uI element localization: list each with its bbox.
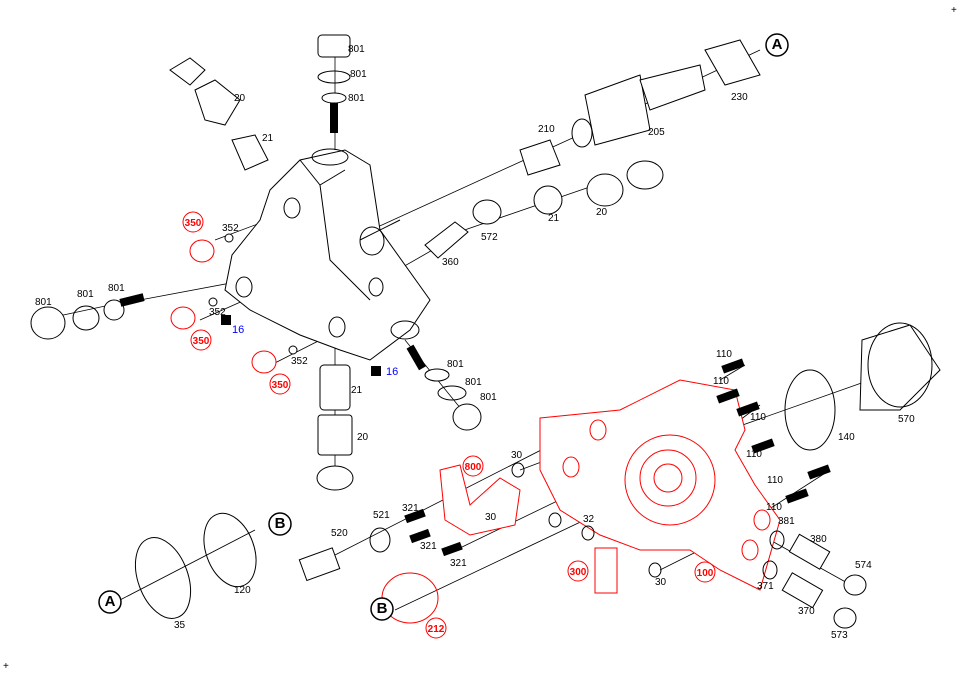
reference-marker-a: A (105, 593, 116, 610)
part-number-label: 110 (713, 376, 729, 387)
part-number-label: 800 (465, 462, 482, 473)
part-number-label: 321 (420, 541, 437, 552)
part-number-label: 230 (731, 92, 748, 103)
part-number-label: 352 (222, 223, 239, 234)
part-number-label: 30 (655, 577, 667, 588)
corner-mark: + (3, 661, 9, 672)
part-number-label: 21 (548, 213, 560, 224)
part-number-label: 20 (234, 93, 246, 104)
part-number-label: 20 (596, 207, 608, 218)
corner-mark: + (951, 5, 957, 16)
pump-flange-plate (381, 379, 781, 624)
part-number-label: 801 (348, 44, 365, 55)
callout-circle (269, 373, 291, 395)
part-number-label: 352 (291, 356, 308, 367)
part-number-label: 120 (234, 585, 251, 596)
part-number-label: 110 (766, 502, 782, 513)
callout-circle (425, 617, 447, 639)
part-number-label: 16 (386, 366, 398, 378)
left-parts (30, 233, 482, 491)
part-number-label: 321 (450, 558, 467, 569)
callout-circle (370, 597, 394, 621)
part-number-label: 212 (428, 624, 445, 635)
part-number-label: 352 (209, 307, 226, 318)
callout-circle (182, 211, 204, 233)
part-number-label: 35 (174, 620, 186, 631)
part-number-label: 205 (648, 127, 665, 138)
part-number-label: 370 (798, 606, 815, 617)
part-number-label: 521 (373, 510, 390, 521)
top-parts (169, 34, 761, 259)
part-number-label: 801 (108, 283, 125, 294)
part-number-label: 574 (855, 560, 872, 571)
reference-marker-b: B (275, 515, 286, 532)
part-number-label: 360 (442, 257, 459, 268)
part-number-label: 30 (511, 450, 523, 461)
part-number-label: 801 (350, 69, 367, 80)
part-number-label: 801 (35, 297, 52, 308)
part-number-label: 32 (583, 514, 595, 525)
part-number-label: 801 (348, 93, 365, 104)
callout-circle (268, 512, 292, 536)
part-number-label: 801 (447, 359, 464, 370)
part-number-label: 520 (331, 528, 348, 539)
callout-circle (98, 590, 122, 614)
part-number-label: 801 (77, 289, 94, 300)
part-number-label: 110 (746, 449, 762, 460)
part-number-label: 381 (778, 516, 795, 527)
part-number-label: 110 (750, 412, 766, 423)
callout-circle (694, 561, 716, 583)
part-number-label: 321 (402, 503, 419, 514)
part-number-label: 350 (272, 380, 289, 391)
part-number-label: 210 (538, 124, 555, 135)
part-number-label: 30 (485, 512, 497, 523)
right-parts (298, 322, 941, 629)
part-number-label: 140 (838, 432, 855, 443)
pump-housing (224, 148, 431, 361)
reference-marker-b: B (377, 600, 388, 617)
part-number-label: 110 (767, 475, 783, 486)
part-number-label: 350 (185, 218, 202, 229)
part-number-label: 20 (357, 432, 369, 443)
part-number-label: 570 (898, 414, 915, 425)
part-number-label: 371 (757, 581, 774, 592)
part-number-label: 300 (570, 567, 587, 578)
o-rings (134, 512, 257, 619)
reference-marker-a: A (772, 36, 783, 53)
part-number-label: 573 (831, 630, 848, 641)
part-number-label: 21 (351, 385, 363, 396)
part-number-label: 100 (697, 568, 714, 579)
part-number-label: 801 (480, 392, 497, 403)
callout-circle (462, 455, 484, 477)
part-number-label: 572 (481, 232, 498, 243)
part-number-label: 350 (193, 336, 210, 347)
part-number-label: 16 (232, 324, 244, 336)
part-number-label: 801 (465, 377, 482, 388)
callout-circle (190, 329, 212, 351)
part-number-label: 110 (716, 349, 732, 360)
part-number-label: 21 (262, 133, 274, 144)
callout-circle (765, 33, 789, 57)
part-number-label: 380 (810, 534, 827, 545)
callout-circle (567, 560, 589, 582)
